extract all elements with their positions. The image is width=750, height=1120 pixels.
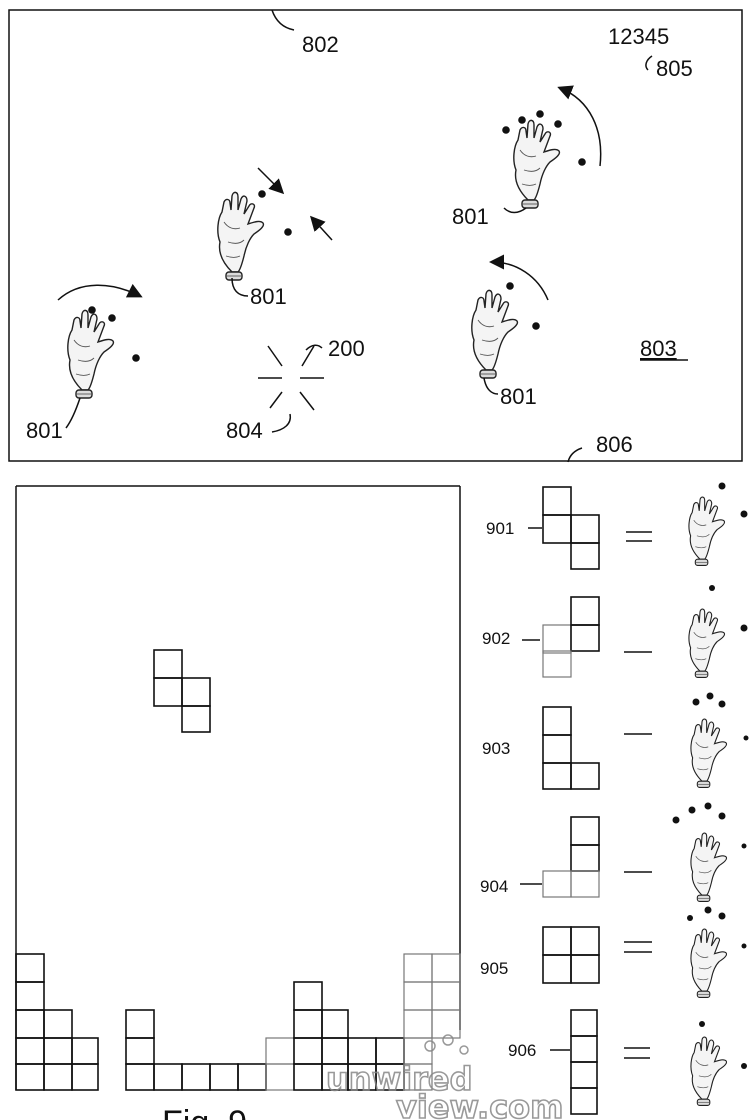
legend-row-903: 903: [482, 692, 749, 790]
hand-gesture-icon: [471, 254, 549, 379]
gesture-ref: 902: [482, 629, 510, 648]
starburst-cursor-icon: [258, 345, 324, 411]
equals-sign: [626, 531, 652, 542]
hand-gesture-icon: [691, 692, 749, 788]
ref-802: 802: [302, 32, 339, 57]
watermark-line1: unwired: [326, 1060, 472, 1098]
gesture-ref: 905: [480, 959, 508, 978]
legend-row-901: 901: [486, 482, 748, 570]
figure-caption: Fig. 9: [162, 1104, 247, 1120]
scene-panel: 802 12345 805 803 806 801 801: [8, 9, 743, 463]
ref-805: 805: [656, 56, 693, 81]
ref-806: 806: [596, 432, 633, 457]
gesture-ref: 901: [486, 519, 514, 538]
block-stack: [15, 953, 461, 1091]
legend-row-905: 905: [480, 906, 747, 998]
gesture-legend: 901 902: [480, 482, 749, 1115]
legend-row-904: 904: [480, 802, 747, 902]
legend-row-902: 902: [482, 585, 748, 678]
hand-gesture-icon: [689, 482, 748, 566]
equals-sign: [624, 941, 652, 953]
hand-gesture-icon: [691, 1021, 747, 1105]
ref-801-c: 801: [452, 204, 489, 229]
legend-row-906: 906: [508, 1009, 747, 1115]
ref-801-a: 801: [26, 418, 63, 443]
hand-gesture-icon: [672, 802, 747, 902]
hand-gesture-icon: [687, 906, 747, 998]
ref-200: 200: [328, 336, 365, 361]
hand-gesture-icon: [689, 585, 748, 677]
hand-gesture-icon: [57, 283, 143, 399]
ref-801-b: 801: [250, 284, 287, 309]
watermark-line2: view.com: [396, 1088, 564, 1120]
watermark-logo: unwired view.com: [325, 1034, 564, 1120]
hand-gesture-icon: [502, 85, 602, 209]
equals-sign: [624, 1047, 650, 1059]
ref-801-d: 801: [500, 384, 537, 409]
ref-803: 803: [640, 336, 677, 361]
game-board: unwired view.com Fig. 9: [15, 485, 564, 1120]
hand-gesture-icon: [217, 167, 333, 281]
ref-804: 804: [226, 418, 263, 443]
gesture-ref: 903: [482, 739, 510, 758]
falling-piece: [153, 649, 211, 733]
gesture-ref: 906: [508, 1041, 536, 1060]
score-text: 12345: [608, 24, 669, 49]
gesture-ref: 904: [480, 877, 508, 896]
